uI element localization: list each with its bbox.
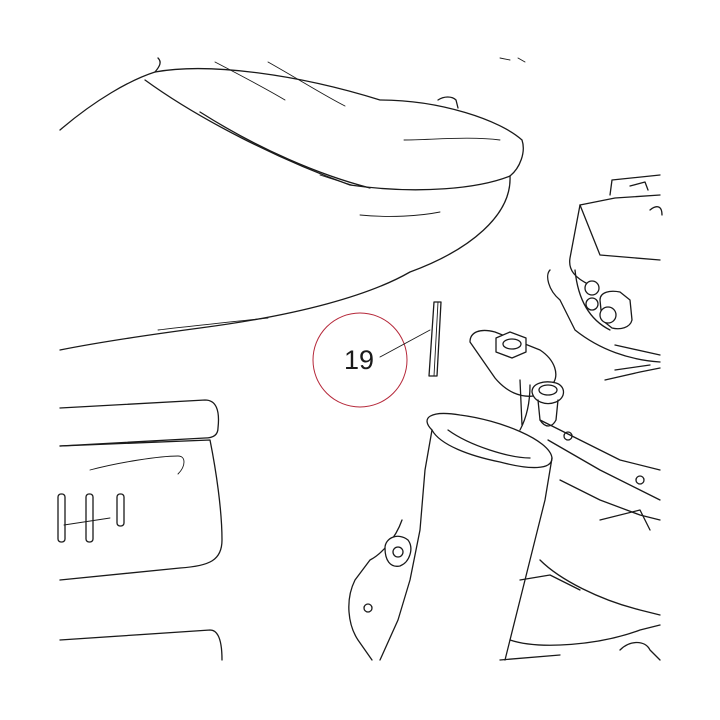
bracket-with-nut bbox=[469, 329, 565, 431]
upper-cover-housing bbox=[59, 57, 526, 351]
callout-circle bbox=[312, 312, 408, 408]
callout-label: 19 bbox=[344, 345, 374, 375]
frame-tube-assembly bbox=[348, 412, 661, 661]
callout-leader-line bbox=[379, 329, 431, 358]
pin-part-19 bbox=[428, 301, 442, 377]
right-mechanism-block bbox=[547, 174, 663, 381]
left-vent-panel bbox=[57, 399, 223, 661]
callout-19: 19 bbox=[312, 312, 431, 408]
